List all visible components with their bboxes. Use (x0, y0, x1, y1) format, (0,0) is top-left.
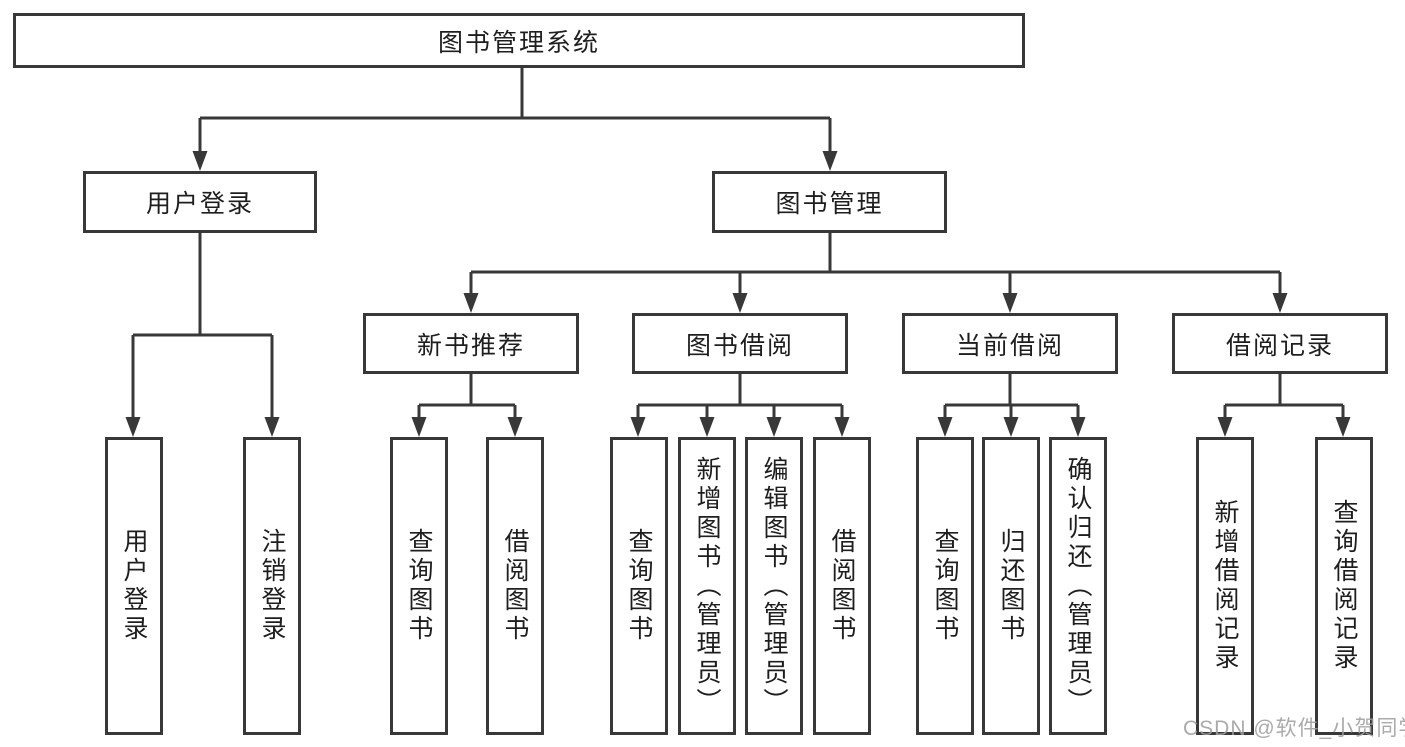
node-label: 借阅图书 (828, 528, 856, 644)
node-label: 用户登录 (120, 528, 148, 644)
node-label: 图书借阅 (685, 331, 794, 360)
leaf-add-borrow-record: 新增借阅记录 (1196, 437, 1254, 735)
node-label: 查询图书 (931, 528, 959, 644)
leaf-query-books-recommend: 查询图书 (390, 437, 448, 735)
node-label: 查询图书 (405, 528, 433, 644)
leaf-user-login: 用户登录 (105, 437, 163, 735)
node-label: 编辑图书（管理员） (760, 455, 788, 717)
node-label: 确认归还（管理员） (1064, 455, 1092, 717)
node-label: 当前借阅 (955, 331, 1064, 360)
csdn-watermark: CSDN @软件_小贺同学 (1183, 717, 1405, 740)
node-label: 新增借阅记录 (1211, 499, 1239, 673)
node-book-management: 图书管理 (712, 171, 947, 233)
node-label: 用户登录 (145, 190, 254, 218)
leaf-query-books-current: 查询图书 (916, 437, 974, 735)
node-label: 借阅图书 (501, 528, 529, 644)
node-current-borrowing: 当前借阅 (902, 313, 1118, 374)
node-label: 查询图书 (625, 528, 653, 644)
leaf-borrow-books-recommend: 借阅图书 (486, 437, 544, 735)
node-label: 新增图书（管理员） (693, 455, 721, 717)
leaf-edit-books-admin: 编辑图书（管理员） (745, 437, 803, 735)
node-label: 借阅记录 (1225, 331, 1334, 360)
node-borrowing-records: 借阅记录 (1172, 313, 1388, 374)
node-label: 新书推荐 (416, 331, 525, 360)
node-label: 注销登录 (258, 528, 286, 644)
node-user-login: 用户登录 (83, 171, 317, 233)
leaf-query-books-borrow: 查询图书 (610, 437, 668, 735)
leaf-logout: 注销登录 (243, 437, 301, 735)
leaf-return-books: 归还图书 (982, 437, 1040, 735)
leaf-add-books-admin: 新增图书（管理员） (678, 437, 736, 735)
leaf-confirm-return-admin: 确认归还（管理员） (1049, 437, 1107, 735)
node-new-book-recommendation: 新书推荐 (363, 313, 579, 374)
node-book-borrowing: 图书借阅 (632, 313, 848, 374)
leaf-borrow-books-borrow: 借阅图书 (813, 437, 871, 735)
arrowhead-icons (125, 151, 1351, 437)
root-node-library-system: 图书管理系统 (13, 13, 1025, 68)
node-label: 查询借阅记录 (1330, 499, 1358, 673)
node-label: 图书管理系统 (437, 28, 600, 57)
leaf-query-borrow-record: 查询借阅记录 (1315, 437, 1373, 735)
node-label: 归还图书 (997, 528, 1025, 644)
node-label: 图书管理 (775, 190, 884, 218)
